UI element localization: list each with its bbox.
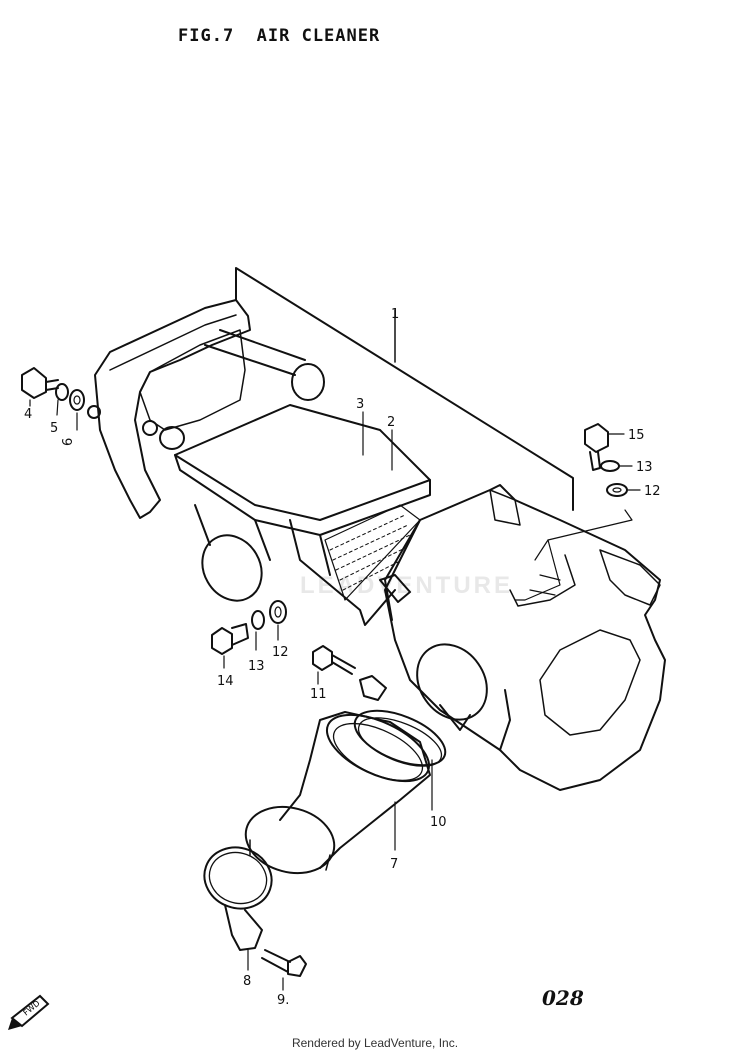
callout-12a: 12 <box>272 645 289 660</box>
callout-12b: 12 <box>644 484 661 499</box>
callout-10: 10 <box>430 815 447 830</box>
svg-text:FWD: FWD <box>22 999 42 1018</box>
bolt-15 <box>584 423 609 453</box>
fwd-arrow-icon: FWD <box>8 994 50 1030</box>
callout-1: 1 <box>391 307 399 322</box>
callout-15: 15 <box>628 428 645 443</box>
callout-5: 5 <box>50 421 58 436</box>
clamp-10 <box>353 709 447 767</box>
page-title: FIG.7 AIR CLEANER <box>178 26 381 46</box>
callout-11: 11 <box>310 687 327 702</box>
outlet-ring-right <box>416 643 488 721</box>
callout-8: 8 <box>243 974 251 989</box>
intake-snorkel <box>204 329 306 376</box>
footer-credit: Rendered by LeadVenture, Inc. <box>291 1036 459 1050</box>
callout-9: 9. <box>277 993 289 1008</box>
assembly-bracket <box>235 267 574 511</box>
callout-3: 3 <box>356 397 364 412</box>
washer-13b <box>600 460 620 472</box>
callout-2: 2 <box>387 415 395 430</box>
callout-7: 7 <box>390 857 398 872</box>
bolt-14 <box>211 627 233 655</box>
callout-13b: 13 <box>636 460 653 475</box>
washer-5 <box>55 383 69 401</box>
outlet-ring-left <box>201 534 263 602</box>
screw-9 <box>287 955 307 977</box>
page-number: 028 <box>542 986 584 1010</box>
washer-6 <box>69 389 85 411</box>
air-cleaner-case <box>384 484 666 791</box>
callout-14: 14 <box>217 674 234 689</box>
callout-6: 6 <box>61 438 76 446</box>
washer-12a <box>269 600 287 624</box>
screw-4 <box>21 367 47 399</box>
callout-4: 4 <box>24 407 32 422</box>
washer-12b <box>606 483 628 497</box>
washer-13a <box>251 610 265 630</box>
clamp-8 <box>203 846 273 910</box>
callout-13a: 13 <box>248 659 265 674</box>
screw-11 <box>312 645 333 671</box>
